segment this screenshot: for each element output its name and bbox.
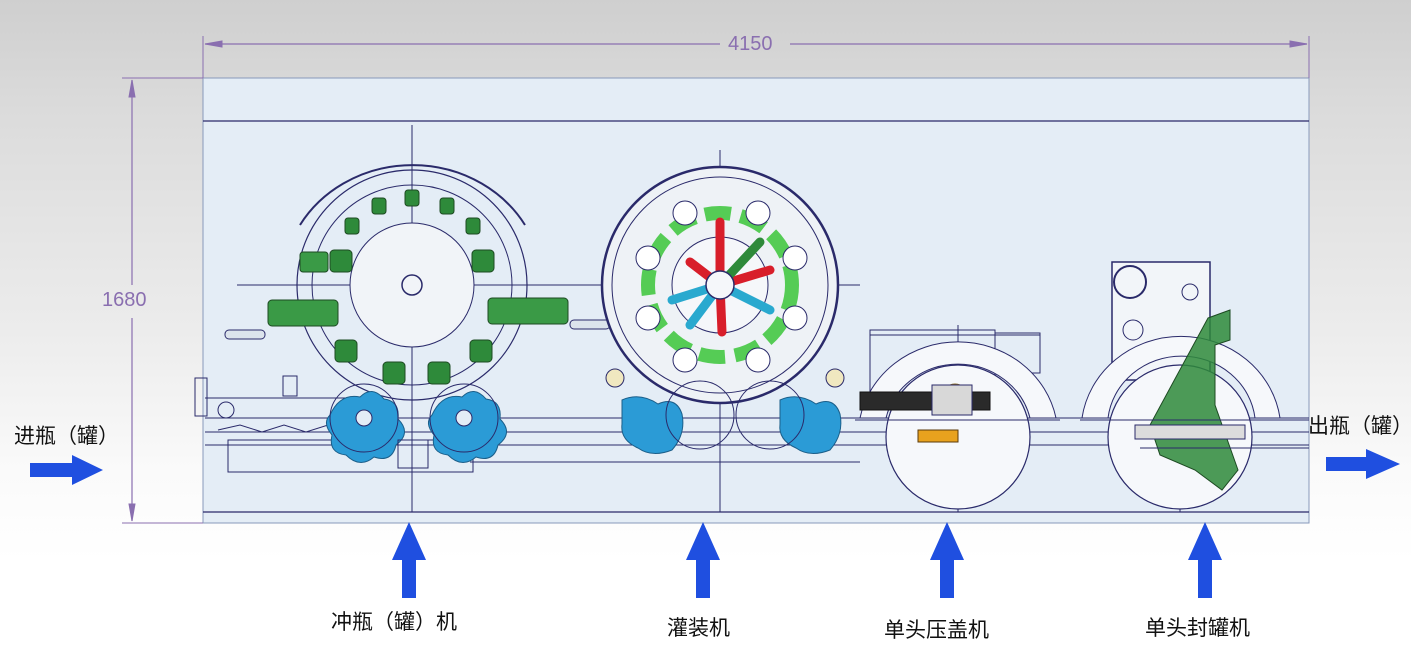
width-dimension-label: 4150	[728, 33, 773, 55]
inlet-arrow	[30, 455, 103, 485]
machine-label-rinser: 冲瓶（罐）机	[331, 610, 457, 634]
filler-machine	[600, 150, 860, 512]
seamer-machine	[1080, 261, 1309, 512]
width-dimension	[202, 36, 1310, 78]
capper-machine	[855, 325, 1060, 512]
height-dimension-label: 1680	[102, 289, 147, 311]
flow-arrows	[30, 449, 1400, 598]
capper-arrow	[930, 522, 964, 598]
inlet-label: 进瓶（罐）	[14, 424, 119, 448]
rinser-arrow	[392, 522, 426, 598]
outlet-label: 出瓶（罐）	[1308, 414, 1411, 438]
filler-arrow	[686, 522, 720, 598]
seamer-arrow	[1188, 522, 1222, 598]
height-dimension	[122, 77, 203, 524]
machine-label-filler: 灌装机	[667, 616, 730, 640]
machine-label-seamer: 单头封罐机	[1145, 616, 1250, 640]
outlet-arrow	[1326, 449, 1400, 479]
rinser-machine	[217, 125, 611, 512]
machine-label-capper: 单头压盖机	[884, 618, 989, 642]
